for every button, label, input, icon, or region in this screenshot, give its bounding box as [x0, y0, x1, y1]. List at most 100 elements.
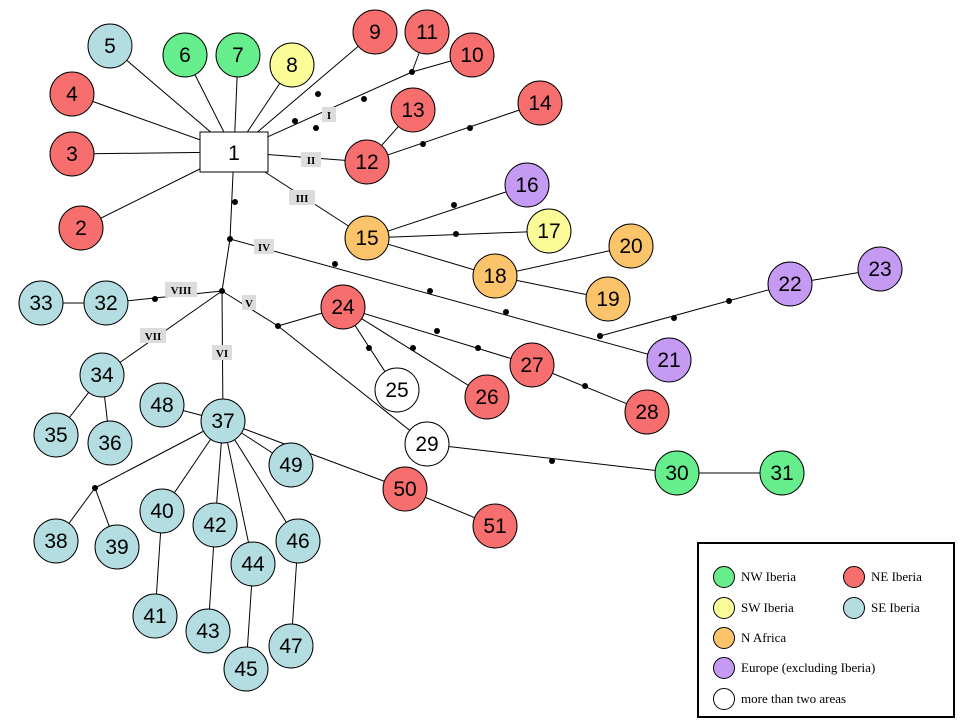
haplotype-node-2 [58, 205, 104, 251]
network-edge [222, 420, 254, 565]
haplotype-label: 36 [98, 432, 121, 455]
branch-label-bg [301, 152, 321, 167]
haplotype-label: 7 [232, 44, 244, 67]
mutation-dot [434, 328, 440, 334]
legend-label: NW Iberia [741, 569, 796, 584]
haplotype-label: 27 [520, 354, 543, 377]
haplotype-label: 17 [537, 220, 560, 243]
haplotype-node-45 [223, 646, 269, 692]
branch-label-viii: VIII [171, 285, 192, 297]
haplotype-label: 50 [393, 478, 416, 501]
legend-item-nw-iberia: NW Iberia [713, 564, 796, 590]
mutation-dot [410, 345, 416, 351]
legend-item-ne-iberia: NE Iberia [843, 564, 922, 590]
haplotype-label: 32 [94, 292, 117, 315]
haplotype-label: 39 [105, 536, 128, 559]
mutation-dot [232, 199, 238, 205]
haplotype-label: 38 [44, 530, 67, 553]
haplotype-label: 13 [401, 99, 424, 122]
haplotype-label: 18 [483, 265, 506, 288]
mutation-dot [726, 298, 732, 304]
haplotype-label: 46 [286, 530, 309, 553]
haplotype-label: 21 [657, 349, 680, 372]
haplotype-node-16 [504, 162, 550, 208]
haplotype-label: 20 [619, 235, 642, 258]
legend-item-n-africa: N Africa [713, 625, 786, 651]
median-vector-dot [597, 333, 603, 339]
branch-label-bg [242, 295, 256, 310]
haplotype-node-40 [139, 488, 185, 534]
haplotype-node-7 [215, 32, 261, 78]
mutation-dot [453, 231, 459, 237]
branch-label-vi: VI [216, 348, 228, 360]
network-edge [494, 245, 632, 277]
mutation-dot [427, 288, 433, 294]
legend-item-sw-iberia: SW Iberia [713, 595, 794, 621]
legend-item-se-iberia: SE Iberia [843, 595, 920, 621]
haplotype-label: 29 [415, 433, 438, 456]
haplotype-node-8 [269, 42, 315, 88]
haplotype-label: 41 [143, 605, 166, 628]
haplotype-label: 11 [416, 21, 438, 44]
haplotype-node-3 [49, 131, 95, 177]
haplotype-node-34 [79, 352, 125, 398]
haplotype-node-47 [268, 623, 314, 669]
haplotype-node-25 [374, 367, 420, 413]
haplotype-label: 35 [44, 424, 67, 447]
haplotype-label: 22 [778, 273, 801, 296]
mutation-dot [313, 125, 319, 131]
haplotype-label: 10 [460, 44, 483, 67]
haplotype-node-36 [87, 420, 133, 466]
haplotype-node-42 [192, 502, 238, 548]
branch-label-bg [165, 282, 197, 297]
network-edge [229, 238, 670, 361]
network-edge [222, 420, 299, 542]
haplotype-node-51 [472, 503, 518, 549]
legend-item-multi: more than two areas [713, 686, 846, 712]
haplotype-label: 28 [635, 401, 658, 424]
mutation-dot [475, 345, 481, 351]
haplotype-node-24 [320, 284, 366, 330]
haplotype-label: 4 [66, 83, 78, 106]
haplotype-node-17 [526, 208, 572, 254]
haplotype-label: 43 [196, 620, 219, 643]
legend-label: Europe (excluding Iberia) [741, 660, 876, 675]
haplotype-node-6 [162, 32, 208, 78]
haplotype-node-22 [767, 261, 813, 307]
haplotype-node-49 [268, 442, 314, 488]
legend-label: NE Iberia [871, 569, 922, 584]
legend-swatch-sw-iberia [713, 597, 735, 619]
mutation-dot [582, 383, 588, 389]
median-vector-dot [227, 236, 233, 242]
haplotype-label: 49 [279, 454, 302, 477]
branch-label-v: V [245, 298, 253, 310]
haplotype-label: 42 [203, 514, 226, 537]
haplotype-node-32 [83, 280, 129, 326]
haplotype-node-13 [390, 87, 436, 133]
haplotype-node-39 [94, 524, 140, 570]
network-edge [221, 238, 231, 292]
haplotype-node-18 [472, 253, 518, 299]
haplotype-label: 33 [29, 292, 52, 315]
network-edge [277, 325, 428, 445]
haplotype-label: 47 [279, 635, 302, 658]
haplotype-label: 26 [475, 386, 498, 409]
median-vector-dot [92, 485, 98, 491]
haplotype-label: 19 [596, 288, 619, 311]
median-vector-dot [275, 323, 281, 329]
network-edge [94, 420, 224, 489]
haplotype-node-26 [464, 374, 510, 420]
haplotype-label: 5 [104, 35, 116, 58]
haplotype-node-5 [87, 23, 133, 69]
mutation-dot [467, 125, 473, 131]
branch-label-ii: II [307, 155, 316, 167]
haplotype-label: 37 [211, 410, 234, 433]
median-vector-dot [409, 69, 415, 75]
haplotype-label: 24 [331, 296, 355, 319]
haplotype-node-50 [382, 466, 428, 512]
haplotype-node-9 [352, 9, 398, 55]
haplotype-label: 8 [286, 54, 298, 77]
mutation-dot [152, 296, 158, 302]
